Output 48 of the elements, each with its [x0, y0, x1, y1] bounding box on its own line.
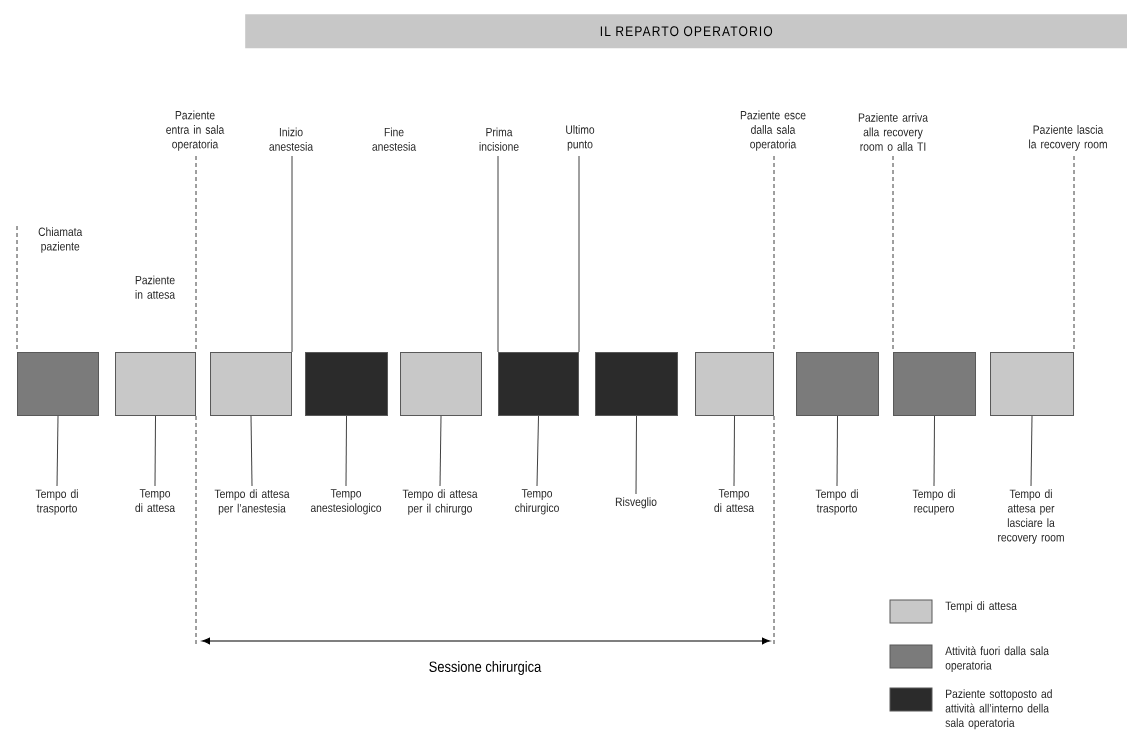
- timeline-box: [893, 352, 976, 416]
- leader-line: [933, 415, 935, 487]
- phase-label: Tempo anestesiologico: [310, 489, 382, 515]
- span-label: Sessione chirurgica: [429, 661, 542, 675]
- phase-label: Tempo di attesa per l’anestesia: [214, 489, 290, 515]
- leader-line: [733, 415, 735, 487]
- leader-line: [1030, 415, 1033, 487]
- timeline-box: [210, 352, 292, 416]
- event-label: Inizio anestesia: [269, 127, 314, 151]
- timeline-box: [595, 352, 678, 416]
- timeline-box: [400, 352, 482, 416]
- timeline-box: [796, 352, 879, 416]
- leader-line: [250, 415, 253, 487]
- phase-label: Tempo di attesa: [135, 489, 176, 513]
- leader-line: [345, 415, 347, 487]
- leader-line: [56, 415, 59, 487]
- phase-label: Tempo di trasporto: [35, 489, 78, 515]
- legend-text: Attività fuori dalla sala operatoria: [945, 646, 1049, 672]
- timeline-box: [305, 352, 388, 416]
- event-label: Ultimo punto: [566, 125, 595, 151]
- phase-label: Tempo chirurgico: [515, 489, 559, 515]
- leader-line: [836, 415, 838, 487]
- event-label: Paziente esce dalla sala operatoria: [740, 110, 806, 151]
- phase-label: Tempo di trasporto: [815, 489, 858, 515]
- event-label: Paziente arriva alla recovery room o alla TI: [858, 113, 928, 151]
- event-label: Fine anestesia: [372, 127, 417, 151]
- phase-label: Tempo di recupero: [912, 489, 955, 515]
- event-label: Paziente lascia la recovery room: [1029, 125, 1107, 151]
- title-band: IL REPARTO OPERATORIO: [245, 14, 1127, 49]
- event-label: Paziente in attesa: [135, 275, 176, 299]
- leader-line: [154, 415, 156, 487]
- legend-text: Paziente sottoposto ad attività all’interno della sala operatoria: [945, 689, 1052, 730]
- leader-line: [439, 415, 442, 487]
- leader-line: [536, 415, 539, 487]
- event-label: Paziente entra in sala operatoria: [166, 110, 225, 151]
- phase-label: Tempo di attesa per lasciare la recovery room: [998, 489, 1064, 544]
- phase-label: Tempo di attesa: [714, 489, 755, 513]
- timeline-box: [115, 352, 196, 416]
- legend-text: Tempi di attesa: [945, 601, 1017, 613]
- phase-label: Tempo di attesa per il chirurgo: [402, 489, 478, 515]
- event-label: Chiamata paziente: [38, 227, 83, 253]
- leader-line: [635, 415, 637, 495]
- phase-label: Risveglio: [615, 497, 657, 509]
- timeline-box: [695, 352, 774, 416]
- event-label: Prima incisione: [479, 127, 519, 151]
- timeline-box: [498, 352, 579, 416]
- timeline-box: [990, 352, 1074, 416]
- timeline-box: [17, 352, 99, 416]
